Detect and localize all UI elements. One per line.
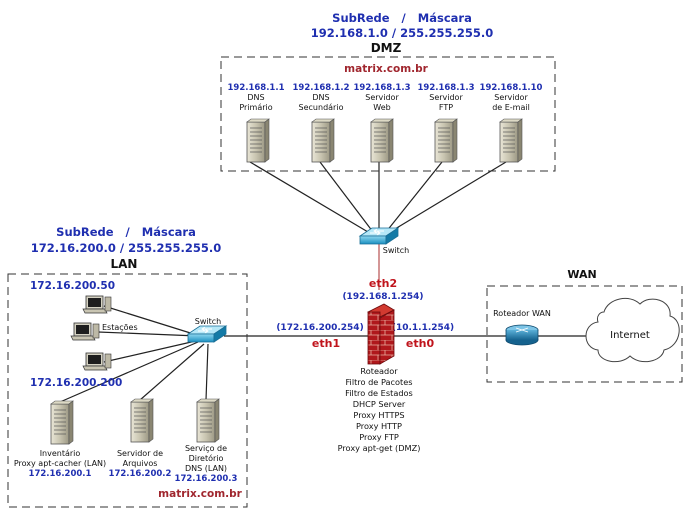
lan-label: LAN bbox=[111, 257, 138, 271]
lan-links bbox=[59, 305, 209, 403]
lan-subnet-heading: SubRede / Máscara bbox=[56, 225, 196, 239]
svg-text:Proxy apt-get (DMZ): Proxy apt-get (DMZ) bbox=[338, 443, 421, 453]
svg-text:Primário: Primário bbox=[239, 103, 272, 112]
svg-text:Internet: Internet bbox=[610, 330, 650, 341]
svg-text:Servidor de: Servidor de bbox=[117, 449, 163, 458]
svg-text:Web: Web bbox=[373, 103, 390, 112]
svg-text:DNS (LAN): DNS (LAN) bbox=[185, 464, 227, 473]
stations-label: Estações bbox=[102, 323, 138, 332]
svg-text:Secundário: Secundário bbox=[299, 103, 344, 112]
dmz-server-dns-primary[interactable]: 192.168.1.1 DNS Primário bbox=[227, 83, 285, 163]
dmz-switch[interactable]: Switch bbox=[359, 227, 409, 255]
dmz-zone bbox=[220, 56, 556, 172]
wan-label: WAN bbox=[567, 268, 596, 281]
server-icon bbox=[499, 118, 523, 163]
server-icon bbox=[50, 400, 74, 445]
svg-text:de E-mail: de E-mail bbox=[492, 103, 530, 112]
router-icon bbox=[505, 324, 539, 346]
wan-zone bbox=[486, 285, 683, 383]
svg-text:Diretório: Diretório bbox=[189, 453, 224, 463]
svg-text:Serviço de: Serviço de bbox=[185, 444, 227, 453]
svg-text:192.168.1.2: 192.168.1.2 bbox=[292, 83, 349, 93]
server-icon bbox=[130, 398, 154, 443]
svg-text:192.168.1.3: 192.168.1.3 bbox=[353, 83, 410, 93]
svg-text:Roteador WAN: Roteador WAN bbox=[493, 309, 551, 318]
svg-text:Roteador: Roteador bbox=[360, 366, 398, 376]
svg-text:172.16.200.1: 172.16.200.1 bbox=[29, 469, 92, 479]
switch-icon bbox=[187, 325, 227, 343]
server-icon bbox=[246, 118, 270, 163]
eth2-ip: (192.168.1.254) bbox=[342, 292, 423, 302]
server-icon bbox=[311, 118, 335, 163]
svg-text:Proxy HTTP: Proxy HTTP bbox=[356, 421, 402, 431]
eth0-label: eth0 bbox=[406, 337, 435, 350]
svg-text:Servidor: Servidor bbox=[365, 93, 399, 102]
firewall-side bbox=[379, 309, 395, 365]
lan-server-directory[interactable]: Serviço de Diretório DNS (LAN) 172.16.20… bbox=[175, 398, 238, 484]
eth1-label: eth1 bbox=[312, 337, 340, 350]
server-icon bbox=[370, 118, 394, 163]
lan-domain: matrix.com.br bbox=[158, 488, 242, 500]
eth2-label: eth2 bbox=[369, 277, 397, 290]
server-icon bbox=[196, 398, 220, 443]
svg-text:Inventário: Inventário bbox=[40, 449, 81, 458]
svg-text:Filtro de Pacotes: Filtro de Pacotes bbox=[345, 377, 412, 387]
workstation-icon[interactable] bbox=[82, 352, 112, 371]
svg-text:Servidor: Servidor bbox=[429, 93, 463, 102]
dmz-subnet-heading: SubRede / Máscara bbox=[332, 11, 472, 25]
svg-text:Servidor: Servidor bbox=[494, 93, 528, 102]
svg-text:192.168.1.3: 192.168.1.3 bbox=[417, 83, 474, 93]
lan-subnet-value: 172.16.200.0 / 255.255.255.0 bbox=[31, 241, 221, 255]
dmz-links bbox=[249, 161, 507, 233]
cloud-icon bbox=[585, 297, 680, 363]
svg-text:Proxy apt-cacher (LAN): Proxy apt-cacher (LAN) bbox=[14, 459, 106, 468]
lan-server-inventory[interactable]: Inventário Proxy apt-cacher (LAN) 172.16… bbox=[14, 400, 106, 479]
server-icon bbox=[434, 118, 458, 163]
svg-text:172.16.200.3: 172.16.200.3 bbox=[175, 474, 238, 484]
lan-ip-range-end: 172.16.200.200 bbox=[30, 377, 122, 389]
lan-ip-range-start: 172.16.200.50 bbox=[30, 280, 115, 292]
svg-text:Proxy FTP: Proxy FTP bbox=[359, 432, 399, 442]
dmz-label: DMZ bbox=[371, 41, 402, 55]
internet-cloud[interactable]: Internet bbox=[585, 297, 680, 363]
svg-text:192.168.1.10: 192.168.1.10 bbox=[480, 83, 543, 93]
svg-text:Switch: Switch bbox=[195, 317, 221, 326]
workstation-icon[interactable] bbox=[70, 322, 100, 341]
router-roles: Roteador Filtro de Pacotes Filtro de Est… bbox=[338, 366, 421, 453]
eth1-ip: (172.16.200.254) bbox=[276, 323, 363, 333]
svg-text:Proxy HTTPS: Proxy HTTPS bbox=[353, 410, 404, 420]
dmz-server-web[interactable]: 192.168.1.3 Servidor Web bbox=[353, 83, 411, 163]
dmz-server-email[interactable]: 192.168.1.10 Servidor de E-mail bbox=[480, 83, 543, 163]
svg-text:172.16.200.2: 172.16.200.2 bbox=[109, 469, 172, 479]
firewall[interactable] bbox=[367, 303, 395, 365]
dmz-subnet-value: 192.168.1.0 / 255.255.255.0 bbox=[311, 26, 493, 40]
dmz-domain: matrix.com.br bbox=[344, 63, 428, 75]
svg-text:192.168.1.1: 192.168.1.1 bbox=[227, 83, 284, 93]
svg-text:FTP: FTP bbox=[439, 103, 453, 112]
svg-text:DHCP Server: DHCP Server bbox=[353, 399, 406, 409]
workstation-icon[interactable] bbox=[82, 295, 112, 314]
firewall-icon bbox=[367, 311, 381, 365]
lan-zone bbox=[7, 273, 248, 508]
wan-router[interactable]: Roteador WAN bbox=[493, 309, 551, 346]
lan-switch[interactable]: Switch bbox=[187, 317, 227, 343]
dmz-server-dns-secondary[interactable]: 192.168.1.2 DNS Secundário bbox=[292, 83, 350, 163]
lan-server-files[interactable]: Servidor de Arquivos 172.16.200.2 bbox=[109, 398, 172, 479]
svg-text:Arquivos: Arquivos bbox=[123, 459, 158, 468]
svg-text:DNS: DNS bbox=[247, 93, 264, 102]
dmz-server-ftp[interactable]: 192.168.1.3 Servidor FTP bbox=[417, 83, 475, 163]
svg-text:DNS: DNS bbox=[312, 93, 329, 102]
svg-text:Filtro de Estados: Filtro de Estados bbox=[345, 388, 413, 398]
eth0-ip: (10.1.1.254) bbox=[392, 323, 454, 333]
svg-text:Switch: Switch bbox=[383, 246, 409, 255]
